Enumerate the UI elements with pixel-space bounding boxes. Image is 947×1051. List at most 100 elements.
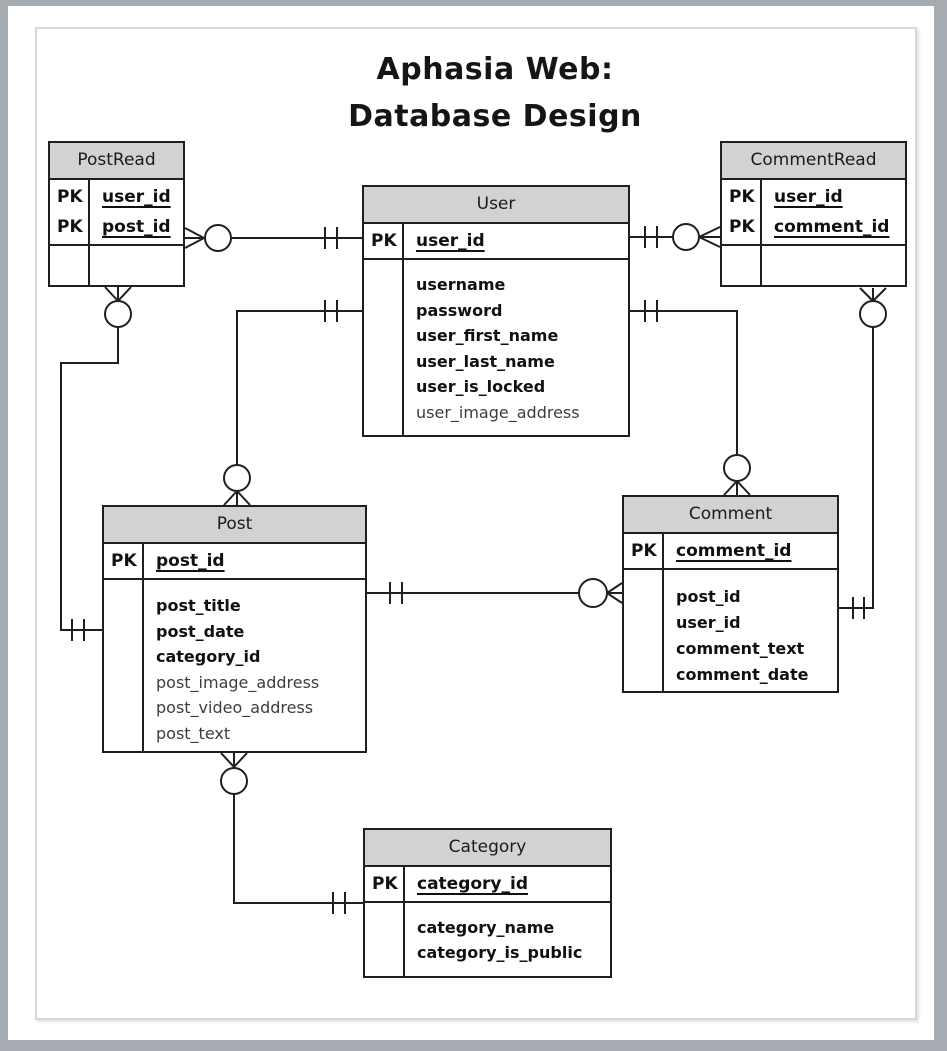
postread-empty-fields bbox=[90, 244, 183, 285]
diagram-title-line2: Database Design bbox=[348, 99, 642, 134]
zero-circle-icon bbox=[579, 579, 607, 607]
entity-post-title: Post bbox=[104, 507, 365, 544]
comment-fields: post_id user_id comment_text comment_dat… bbox=[664, 568, 837, 691]
user-empty-pk-col bbox=[364, 258, 404, 435]
field: user_last_name bbox=[416, 351, 555, 371]
field: comment_date bbox=[676, 665, 809, 684]
one-ticks-icon bbox=[645, 300, 657, 322]
post-pk-fields: post_id bbox=[144, 544, 365, 578]
field: post_id bbox=[676, 587, 741, 606]
pk-label: PK bbox=[57, 217, 83, 237]
pk-field: user_id bbox=[774, 187, 843, 207]
post-empty-pk-col bbox=[104, 578, 144, 751]
zero-circle-icon bbox=[205, 225, 231, 251]
pk-field: post_id bbox=[102, 217, 171, 237]
field: comment_text bbox=[676, 639, 805, 658]
crowfoot-many-icon bbox=[699, 227, 720, 247]
field: post_text bbox=[156, 723, 231, 743]
user-pk-labels: PK bbox=[364, 224, 404, 258]
diagram-title-line1: Aphasia Web: bbox=[376, 52, 614, 87]
user-fields: username password user_first_name user_l… bbox=[404, 258, 628, 435]
field: username bbox=[416, 275, 506, 294]
one-ticks-icon bbox=[333, 892, 345, 914]
zero-circle-icon bbox=[724, 455, 750, 481]
entity-commentread-title: CommentRead bbox=[722, 143, 905, 180]
postread-empty-pk-col bbox=[50, 244, 90, 285]
commentread-pk-fields: user_id comment_id bbox=[762, 180, 905, 244]
field: post_image_address bbox=[156, 672, 320, 692]
rel-user-post bbox=[224, 300, 362, 505]
pk-label: PK bbox=[631, 541, 657, 561]
rel-postread-post bbox=[61, 287, 131, 641]
field: category_id bbox=[156, 647, 261, 666]
crowfoot-many-icon bbox=[185, 228, 204, 248]
entity-user: User PK user_id username password user_f… bbox=[362, 185, 630, 437]
commentread-pk-labels: PK PK bbox=[722, 180, 762, 244]
entity-user-title: User bbox=[364, 187, 628, 224]
category-fields: category_name category_is_public bbox=[405, 901, 610, 976]
crowfoot-many-icon bbox=[724, 481, 750, 495]
entity-postread: PostRead PK PK user_id post_id bbox=[48, 141, 185, 287]
pk-label: PK bbox=[371, 231, 397, 251]
one-ticks-icon bbox=[325, 300, 337, 322]
entity-category-title: Category bbox=[365, 830, 610, 867]
pk-field: comment_id bbox=[774, 217, 890, 237]
pk-label: PK bbox=[729, 217, 755, 237]
one-ticks-icon bbox=[72, 619, 84, 641]
rel-postread-user bbox=[185, 225, 362, 251]
entity-comment: Comment PK comment_id post_id user_id co… bbox=[622, 495, 839, 693]
category-pk-fields: category_id bbox=[405, 867, 610, 901]
field: post_video_address bbox=[156, 698, 314, 717]
commentread-empty-fields bbox=[762, 244, 905, 285]
category-pk-labels: PK bbox=[365, 867, 405, 901]
post-fields: post_title post_date category_id post_im… bbox=[144, 578, 365, 751]
pk-field: post_id bbox=[156, 551, 225, 571]
one-ticks-icon bbox=[390, 582, 402, 604]
comment-pk-fields: comment_id bbox=[664, 534, 837, 568]
one-ticks-icon bbox=[853, 597, 864, 619]
pk-field: user_id bbox=[416, 231, 485, 251]
diagram-title: Aphasia Web: Database Design bbox=[35, 46, 947, 140]
rel-post-category bbox=[221, 753, 363, 914]
entity-category: Category PK category_id category_name ca… bbox=[363, 828, 612, 978]
entity-post: Post PK post_id post_title post_date cat… bbox=[102, 505, 367, 753]
zero-circle-icon bbox=[221, 768, 247, 794]
field: password bbox=[416, 300, 503, 320]
rel-commentread-comment bbox=[839, 288, 886, 619]
crowfoot-many-icon bbox=[607, 583, 622, 603]
pk-field: comment_id bbox=[676, 541, 792, 561]
rel-user-commentread bbox=[630, 224, 720, 250]
one-ticks-icon bbox=[325, 227, 337, 249]
field: user_id bbox=[676, 613, 741, 632]
field: category_name bbox=[417, 918, 555, 937]
zero-circle-icon bbox=[105, 301, 131, 327]
pk-label: PK bbox=[729, 187, 755, 207]
postread-pk-fields: user_id post_id bbox=[90, 180, 183, 244]
field: post_title bbox=[156, 596, 241, 615]
rel-user-comment bbox=[630, 300, 750, 495]
field: user_first_name bbox=[416, 326, 559, 345]
page-inner-frame bbox=[35, 27, 917, 1020]
entity-commentread: CommentRead PK PK user_id comment_id bbox=[720, 141, 907, 287]
pk-label: PK bbox=[57, 187, 83, 207]
one-ticks-icon bbox=[645, 226, 657, 248]
post-pk-labels: PK bbox=[104, 544, 144, 578]
category-empty-pk-col bbox=[365, 901, 405, 976]
commentread-empty-pk-col bbox=[722, 244, 762, 285]
crowfoot-many-icon bbox=[224, 491, 250, 505]
zero-circle-icon bbox=[860, 301, 886, 327]
field: user_is_locked bbox=[416, 377, 546, 396]
pk-field: user_id bbox=[102, 187, 171, 207]
zero-circle-icon bbox=[224, 465, 250, 491]
crowfoot-many-icon bbox=[105, 287, 131, 301]
comment-empty-pk-col bbox=[624, 568, 664, 691]
pk-field: category_id bbox=[417, 874, 529, 894]
postread-pk-labels: PK PK bbox=[50, 180, 90, 244]
comment-pk-labels: PK bbox=[624, 534, 664, 568]
crowfoot-many-icon bbox=[860, 288, 886, 301]
crowfoot-many-icon bbox=[221, 753, 247, 767]
entity-postread-title: PostRead bbox=[50, 143, 183, 180]
field: post_date bbox=[156, 621, 245, 641]
field: category_is_public bbox=[417, 943, 583, 962]
